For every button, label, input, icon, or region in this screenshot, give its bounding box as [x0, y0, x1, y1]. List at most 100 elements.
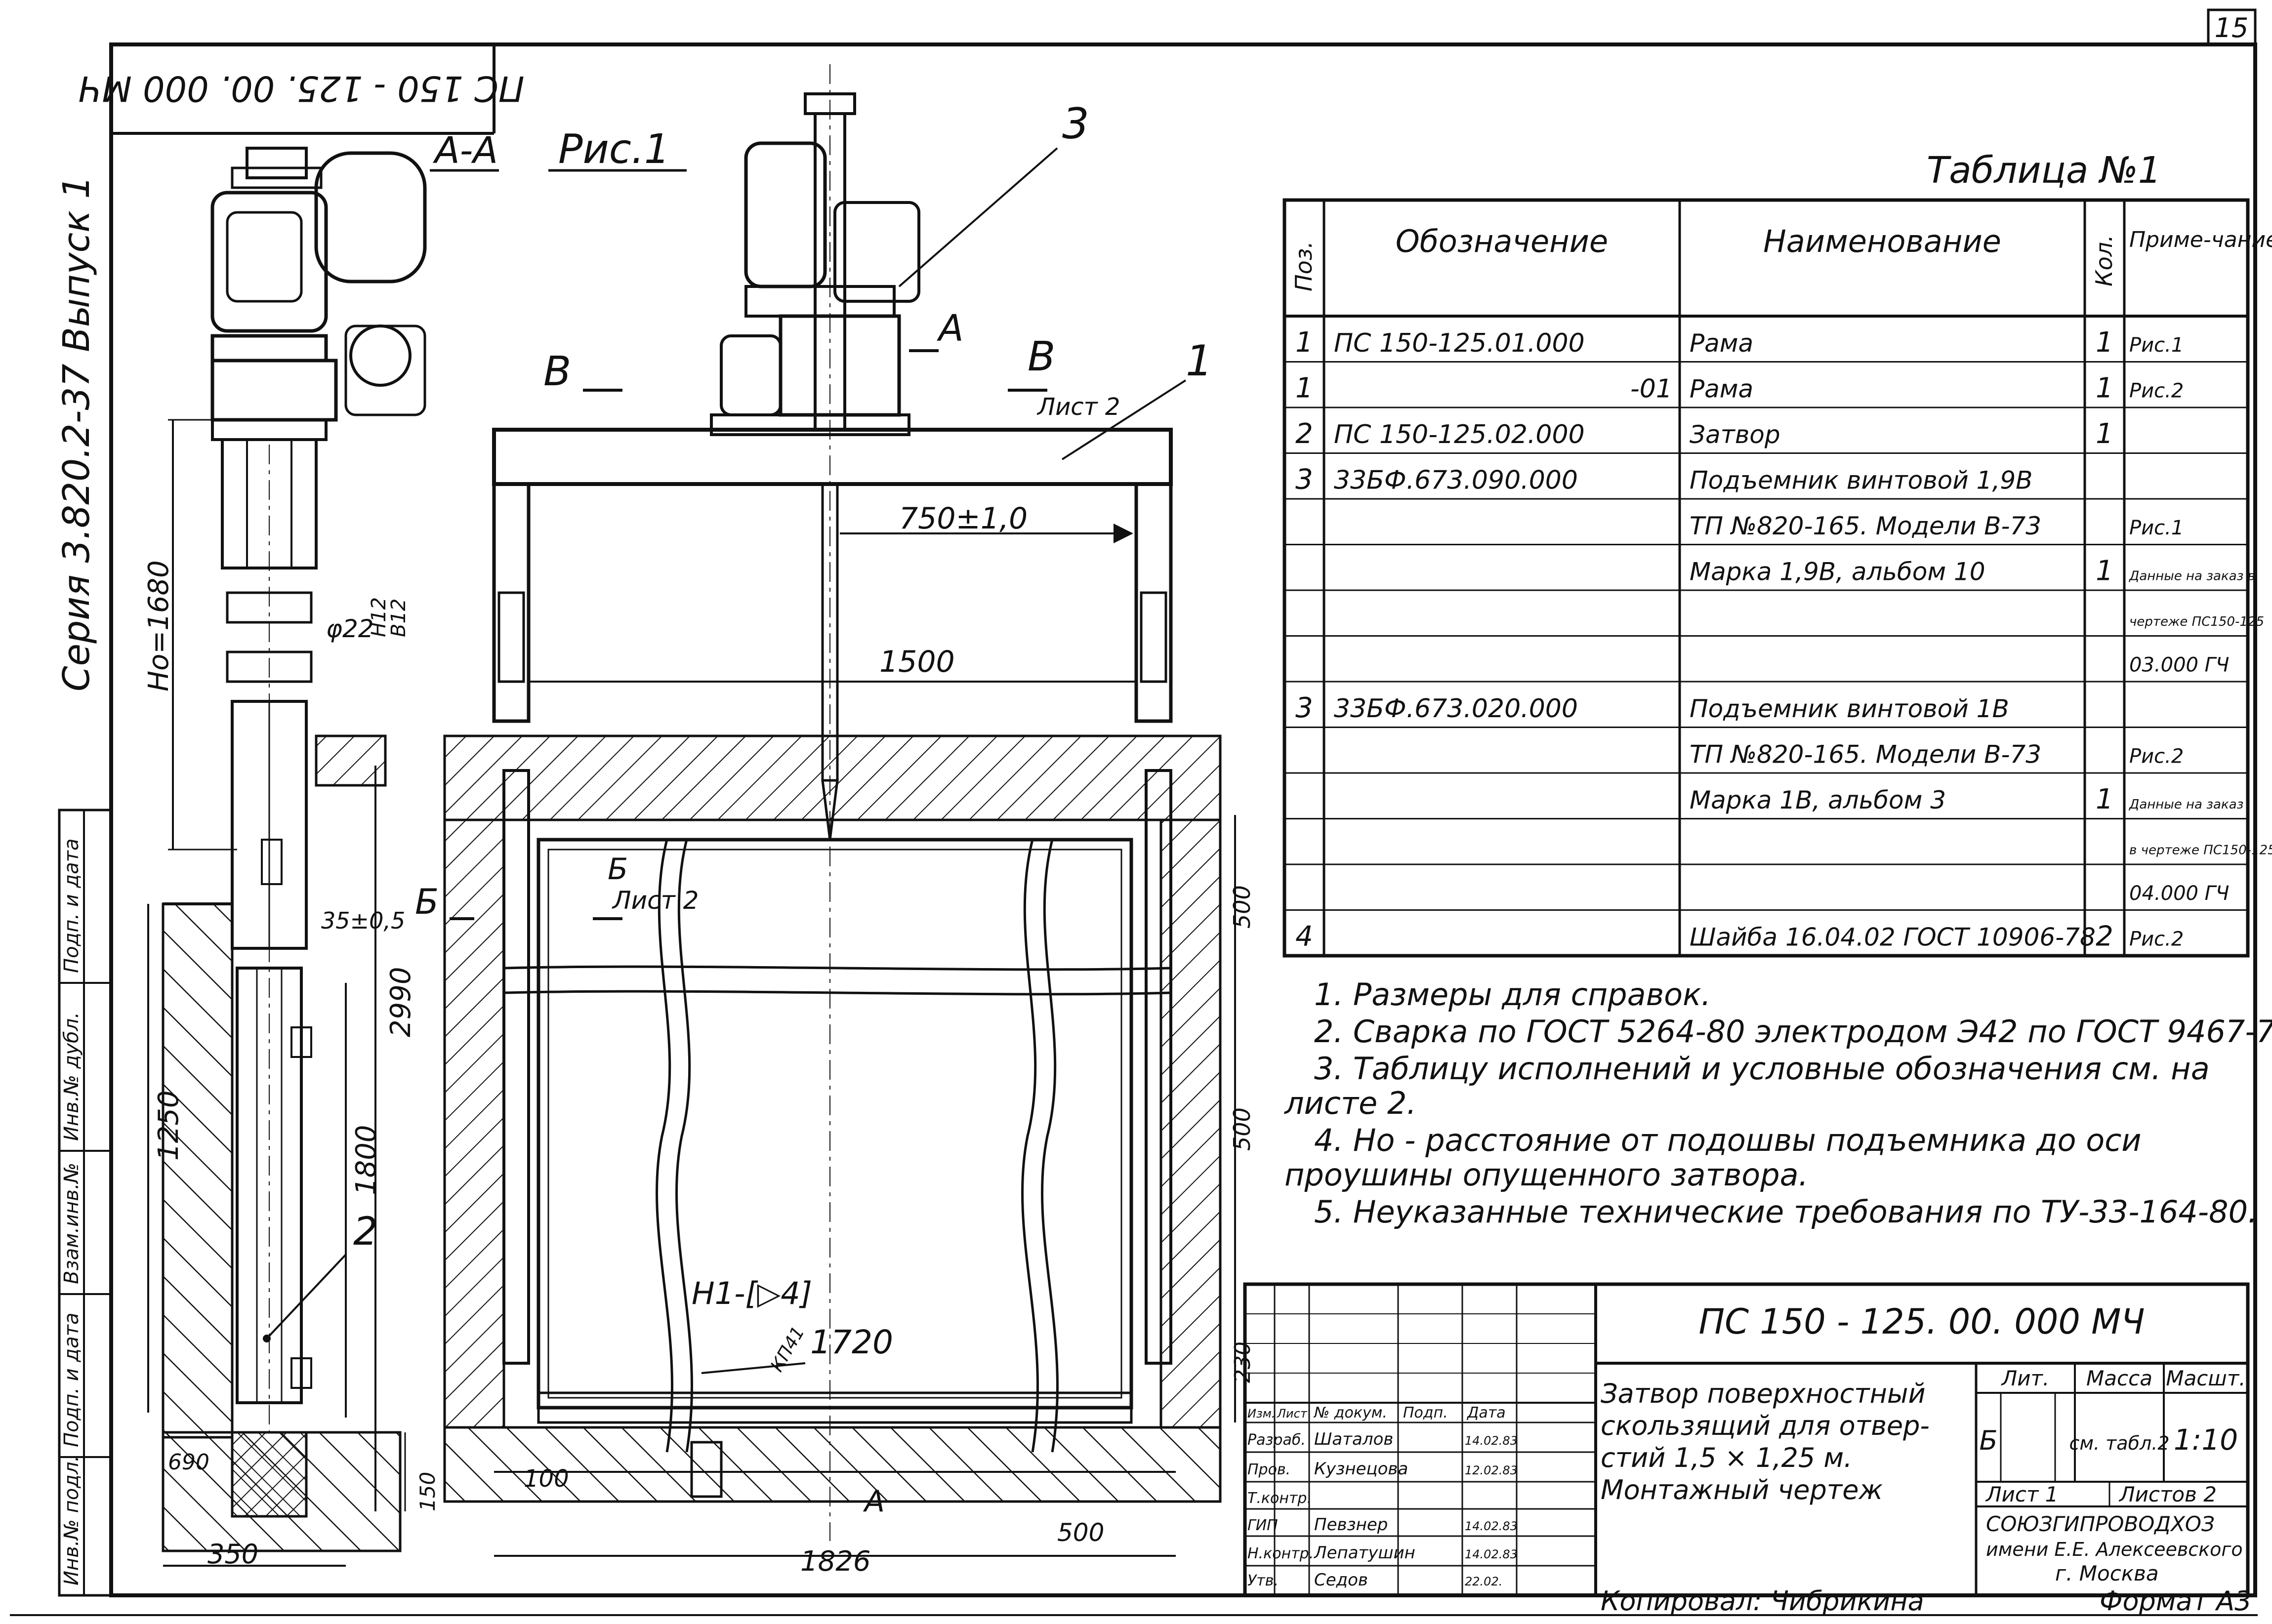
title-line-3: стий 1,5 × 1,25 м. [1601, 1442, 1852, 1473]
col-lit: Лит. [2001, 1366, 2050, 1390]
table-cell-name: Подъемник винтовой 1,9В [1690, 466, 2032, 495]
sheets-total: Листов 2 [2118, 1482, 2217, 1506]
note-4: 4. Hо - расстояние от подошвы подъемника… [1314, 1122, 2142, 1158]
signature-role: Утв. [1247, 1572, 1279, 1589]
inv-label: Инв.№ подл. [60, 1456, 83, 1585]
signature-name: Кузнецова [1314, 1459, 1408, 1479]
table-cell-note: 03.000 ГЧ [2129, 654, 2229, 677]
table-cell-note: Данные на заказ в [2129, 569, 2255, 584]
dim-1500: 1500 [879, 645, 955, 679]
mass-value: см. табл.2 [2069, 1432, 2169, 1454]
title-line-4: Монтажный чертеж [1601, 1474, 1883, 1505]
table-cell-name: Марка 1В, альбом 3 [1690, 786, 1946, 814]
table-cell-qty: 1 [2096, 418, 2113, 450]
copied-by: Копировал: Чибрикина [1601, 1585, 1924, 1617]
format-label: Формат А3 [2100, 1585, 2252, 1617]
sheet-num: Лист 1 [1985, 1482, 2059, 1506]
notes-block: 1. Размеры для справок. 2. Сварка по ГОС… [1284, 976, 2272, 1230]
callout-1: 1 [1186, 336, 1213, 386]
note-2: 2. Сварка по ГОСТ 5264-80 электродом Э42… [1314, 1014, 2272, 1050]
table-cell-note: Рис.1 [2129, 334, 2184, 357]
table-cell-note: 04.000 ГЧ [2129, 882, 2229, 905]
org-3: г. Москва [2055, 1561, 2159, 1585]
dim-2990: 2990 [385, 967, 417, 1037]
hdr-note: Приме-чание [2129, 227, 2272, 252]
left-column-labels: Инв.№ подл. Подп. и дата Взам.инв.№ Инв.… [60, 839, 83, 1585]
lit-value: Б [1979, 1425, 1997, 1456]
rotated-stamp-text: ПС 150 - 125. 00. 000 МЧ [78, 68, 524, 109]
signature-role: ГИП [1247, 1517, 1278, 1534]
table-cell-qty: 1 [2096, 783, 2113, 815]
signature-role: Н.контр. [1247, 1545, 1314, 1562]
note-3: 3. Таблицу исполнений и условные обознач… [1314, 1051, 2210, 1087]
section-label: А-А [433, 129, 498, 172]
table-cell-note: чертеже ПС150-125 [2129, 614, 2264, 629]
dim-500a: 500 [1229, 885, 1255, 929]
col-mass: Масса [2086, 1366, 2152, 1390]
dim-b12: B12 [387, 599, 410, 637]
title-block-text: ПС 150 - 125. 00. 000 МЧ Затвор поверхно… [1247, 1301, 2246, 1585]
table-cell-qty: 1 [2096, 555, 2113, 587]
side-view [147, 147, 427, 1567]
org-2: имени Е.Е. Алексеевского [1986, 1539, 2243, 1560]
title-line-2: скользящий для отвер- [1601, 1410, 1930, 1441]
dim-h12: H12 [368, 597, 390, 637]
front-view [443, 64, 1236, 1557]
signature-role: Т.контр. [1247, 1490, 1312, 1507]
signature-date: 22.02. [1465, 1575, 1502, 1588]
signature-name: Лепатушин [1313, 1543, 1415, 1563]
signature-role: Пров. [1247, 1461, 1290, 1478]
table-cell-name: Рама [1690, 329, 1753, 358]
cut-a: А [937, 307, 964, 350]
spec-table-header: Поз. Обозначение Наименование Кол. Приме… [1290, 223, 2272, 291]
note-5: 5. Неуказанные технические требования по… [1314, 1194, 2258, 1230]
cut-list2: Лист 2 [1036, 393, 1120, 421]
cut-b6-2: Б [608, 852, 628, 887]
kap-mark: КП41 [767, 1323, 809, 1376]
signature-date: 14.02.83 [1465, 1519, 1518, 1533]
table-cell-qty: 1 [2096, 372, 2113, 405]
signature-name: Певзнер [1314, 1515, 1388, 1535]
sig-hdr-izm: Изм. [1247, 1407, 1275, 1421]
table-cell-name: ТП №820-165. Модели В-73 [1690, 512, 2041, 540]
hdr-qty: Кол. [2091, 235, 2117, 286]
series-note-text: Серия 3.820.2-37 Выпуск 1 [55, 176, 98, 692]
spec-table-grid [1282, 198, 2250, 958]
table-cell-code: ПС 150-125.01.000 [1334, 328, 1585, 358]
signature-name: Шаталов [1314, 1429, 1393, 1449]
dim-150: 150 [415, 1472, 440, 1511]
dim-phi: φ22 [326, 614, 374, 643]
table-cell-code: 33БФ.673.090.000 [1334, 466, 1578, 495]
sig-hdr-date: Дата [1466, 1404, 1506, 1421]
sig-hdr-list: Лист [1277, 1407, 1308, 1421]
table-title: Таблица №1 [1927, 149, 2161, 192]
sig-hdr-sign: Подп. [1403, 1404, 1448, 1421]
table-cell-note: в чертеже ПС150-125 [2129, 843, 2272, 858]
table-cell-qty: 2 [2096, 921, 2113, 953]
note-3b: листе 2. [1284, 1085, 1416, 1121]
table-cell-name: Шайба 16.04.02 ГОСТ 10906-78 [1690, 923, 2096, 952]
table-cell-name: Марка 1,9В, альбом 10 [1690, 558, 1985, 586]
dim-690: 690 [168, 1450, 209, 1475]
table-cell-pos: 1 [1295, 326, 1313, 359]
table-cell-name: Рама [1690, 375, 1753, 404]
org-1: СОЮЗГИПРОВОДХОЗ [1986, 1512, 2215, 1536]
table-cell-note: Рис.1 [2129, 517, 2184, 539]
dim-1826: 1826 [800, 1545, 871, 1578]
scale-value: 1:10 [2174, 1423, 2238, 1457]
table-cell-note: Рис.2 [2129, 380, 2184, 403]
signature-date: 14.02.83 [1465, 1434, 1518, 1448]
table-cell-pos: 1 [1295, 372, 1313, 405]
table-cell-pos: 3 [1295, 464, 1313, 496]
table-cell-pos: 3 [1295, 692, 1313, 724]
dim-1250: 1250 [153, 1090, 185, 1161]
dim-500b: 500 [1229, 1107, 1255, 1151]
table-cell-note: Данные на заказ [2129, 797, 2243, 812]
dim-350: 350 [207, 1539, 258, 1570]
dim-1800: 1800 [350, 1125, 382, 1195]
hdr-pos: Поз. [1290, 241, 1317, 291]
